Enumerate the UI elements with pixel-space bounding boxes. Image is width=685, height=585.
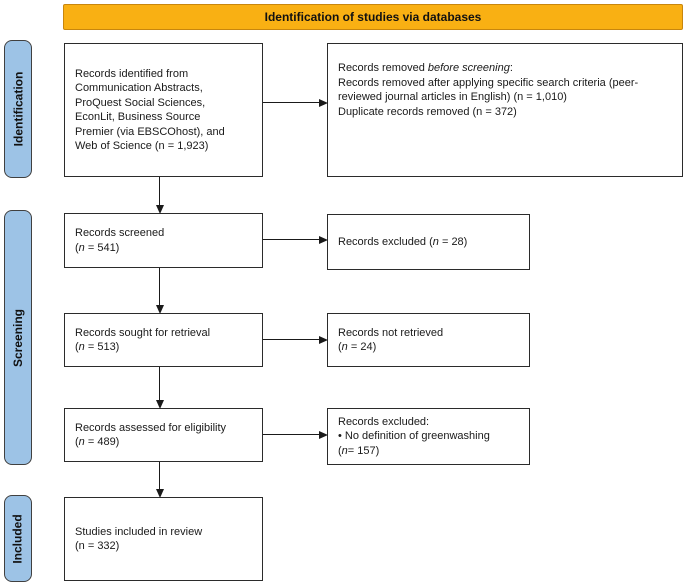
box-text-line: Records excluded (n = 28) bbox=[338, 235, 521, 250]
arrow-assessed-to-included bbox=[156, 462, 164, 498]
stat-n: n bbox=[341, 444, 348, 457]
arrow-identified-to-screened bbox=[156, 177, 164, 214]
stat-line: (n= 157) bbox=[338, 444, 521, 459]
box-records-removed-before-screening: Records removed before screening: Record… bbox=[327, 43, 683, 177]
stat-n: n bbox=[78, 341, 85, 353]
box-text-line: EconLit, Business Source bbox=[75, 111, 201, 123]
box-records-excluded-eligibility: Records excluded: • No definition of gre… bbox=[327, 408, 530, 465]
box-records-screened: Records screened (n = 541) bbox=[64, 213, 263, 268]
box-text-line: Duplicate records removed (n = 372) bbox=[338, 105, 517, 118]
box-text-line: Premier (via EBSCOhost), and bbox=[75, 125, 225, 138]
box-records-excluded-screening: Records excluded (n = 28) bbox=[327, 214, 530, 270]
stat-line: (n = 513) bbox=[75, 340, 254, 355]
box-text-line: Records identified from bbox=[75, 67, 189, 80]
stat-line: (n = 541) bbox=[75, 241, 254, 256]
stat-n: n bbox=[78, 436, 85, 448]
arrow-sought-to-assessed bbox=[156, 367, 164, 409]
text-segment-italic: before screening bbox=[427, 62, 510, 74]
box-text-line: Records not retrieved bbox=[338, 326, 444, 339]
text-segment: ( bbox=[75, 341, 79, 353]
text-segment: = 489) bbox=[84, 436, 120, 448]
stage-bar-included: Included bbox=[4, 495, 32, 582]
stat-n: n bbox=[78, 241, 85, 254]
text-segment: : bbox=[509, 62, 513, 74]
box-studies-included: Studies included in review (n = 332) bbox=[64, 497, 263, 581]
stage-label-identification: Identification bbox=[11, 71, 26, 147]
stage-label-screening: Screening bbox=[11, 308, 25, 367]
text-segment: ( bbox=[75, 241, 79, 254]
stage-label-included: Included bbox=[11, 513, 25, 564]
box-text-line: Records removed after applying specific … bbox=[338, 76, 639, 89]
text-segment: = 28) bbox=[438, 235, 468, 248]
box-records-not-retrieved: Records not retrieved (n = 24) bbox=[327, 313, 530, 367]
stat-n: n bbox=[432, 235, 439, 248]
text-segment: = 541) bbox=[84, 241, 120, 254]
stat-n: n bbox=[341, 341, 348, 353]
box-text-line: (n = 332) bbox=[75, 540, 120, 552]
box-records-identified: Records identified from Communication Ab… bbox=[64, 43, 263, 177]
box-text-line: reviewed journal articles in English) (n… bbox=[338, 91, 567, 103]
text-segment: = 24) bbox=[347, 341, 377, 353]
arrow-sought-to-not-retrieved bbox=[263, 336, 328, 344]
stat-line: (n = 24) bbox=[338, 340, 521, 355]
text-segment: Records removed bbox=[338, 62, 428, 74]
box-text-line: Web of Science (n = 1,923) bbox=[75, 140, 209, 152]
arrow-assessed-to-excluded bbox=[263, 431, 328, 439]
text-segment: Records excluded ( bbox=[338, 235, 433, 248]
box-text-line: Records removed before screening: bbox=[338, 61, 674, 76]
box-text-line: • No definition of greenwashing bbox=[338, 430, 490, 443]
stage-bar-screening: Screening bbox=[4, 210, 32, 465]
text-segment: ( bbox=[338, 341, 342, 353]
stat-line: (n = 489) bbox=[75, 435, 254, 450]
text-segment: = 513) bbox=[84, 341, 120, 353]
box-text-line: Records screened bbox=[75, 227, 165, 239]
text-segment: = 157) bbox=[347, 444, 380, 457]
box-text-line: Communication Abstracts, bbox=[75, 82, 203, 94]
box-text-line: Studies included in review bbox=[75, 525, 203, 538]
arrow-screened-to-excluded bbox=[263, 236, 328, 244]
box-text-line: Records sought for retrieval bbox=[75, 326, 211, 339]
box-text-line: ProQuest Social Sciences, bbox=[75, 96, 206, 109]
banner-databases: Identification of studies via databases bbox=[63, 4, 683, 30]
banner-title: Identification of studies via databases bbox=[264, 10, 482, 24]
stage-bar-identification: Identification bbox=[4, 40, 32, 178]
arrow-identified-to-removed bbox=[263, 99, 328, 107]
arrow-screened-to-sought bbox=[156, 268, 164, 314]
text-segment: ( bbox=[338, 444, 342, 457]
text-segment: ( bbox=[75, 436, 79, 448]
box-records-assessed: Records assessed for eligibility (n = 48… bbox=[64, 408, 263, 462]
box-text-line: Records excluded: bbox=[338, 415, 430, 428]
box-records-sought: Records sought for retrieval (n = 513) bbox=[64, 313, 263, 367]
box-text-line: Records assessed for eligibility bbox=[75, 421, 227, 434]
